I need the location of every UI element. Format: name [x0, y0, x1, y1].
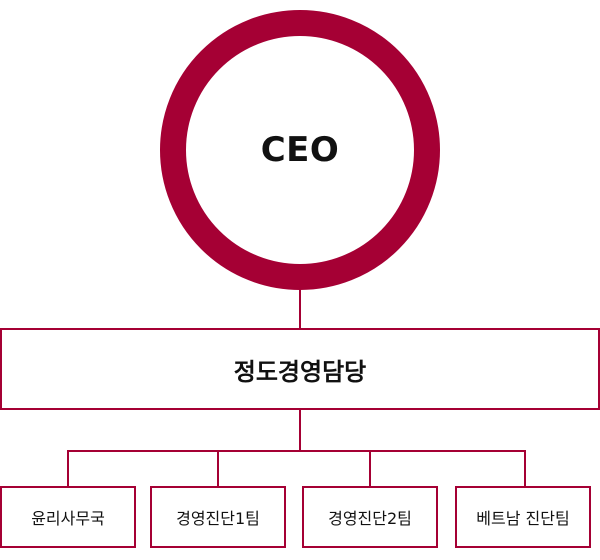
team-node-audit-2: 경영진단2팀	[302, 486, 438, 548]
team-node-ethics-office: 윤리사무국	[0, 486, 136, 548]
team-node-audit-1: 경영진단1팀	[150, 486, 286, 548]
team-label: 경영진단1팀	[176, 509, 260, 528]
compliance-office-node: 정도경영담당	[0, 328, 600, 410]
ceo-node: CEO	[160, 10, 440, 290]
team-label: 베트남 진단팀	[476, 509, 570, 528]
team-label: 경영진단2팀	[328, 509, 412, 528]
ceo-label: CEO	[260, 130, 340, 170]
team-label: 윤리사무국	[31, 509, 105, 528]
team-node-vietnam: 베트남 진단팀	[455, 486, 591, 548]
compliance-office-label: 정도경영담당	[233, 357, 367, 386]
